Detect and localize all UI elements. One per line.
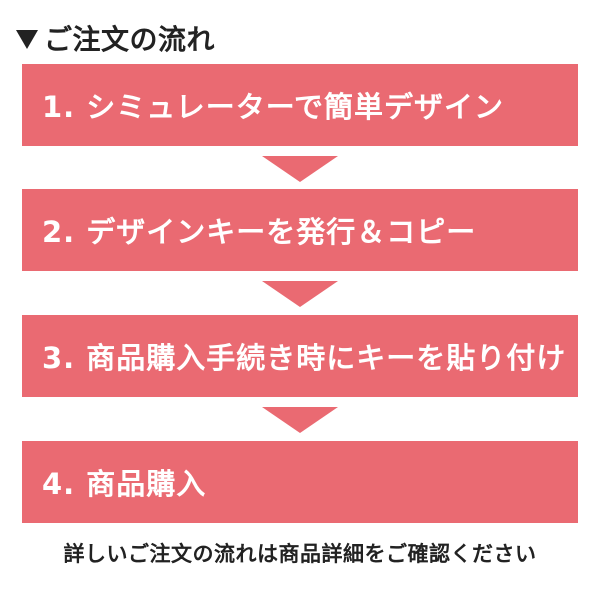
- arrow-down-icon: [262, 407, 338, 433]
- step-1: 1. シミュレーターで簡単デザイン: [22, 64, 578, 146]
- detail-note: 詳しいご注文の流れは商品詳細をご確認ください: [63, 542, 537, 566]
- step-2-label: 2. デザインキーを発行＆コピー: [42, 215, 477, 249]
- page-title-text: ご注文の流れ: [44, 23, 216, 56]
- step-3: 3. 商品購入手続き時にキーを貼り付け: [22, 315, 578, 397]
- step-2: 2. デザインキーを発行＆コピー: [22, 189, 578, 271]
- arrow-down-icon: [262, 281, 338, 307]
- arrow-down-icon: [262, 156, 338, 182]
- step-4: 4. 商品購入: [22, 441, 578, 523]
- step-3-label: 3. 商品購入手続き時にキーを貼り付け: [42, 341, 567, 375]
- triangle-down-icon: [16, 29, 38, 49]
- page-title: ご注文の流れ: [16, 18, 215, 58]
- step-1-label: 1. シミュレーターで簡単デザイン: [42, 90, 504, 124]
- step-4-label: 4. 商品購入: [42, 467, 207, 501]
